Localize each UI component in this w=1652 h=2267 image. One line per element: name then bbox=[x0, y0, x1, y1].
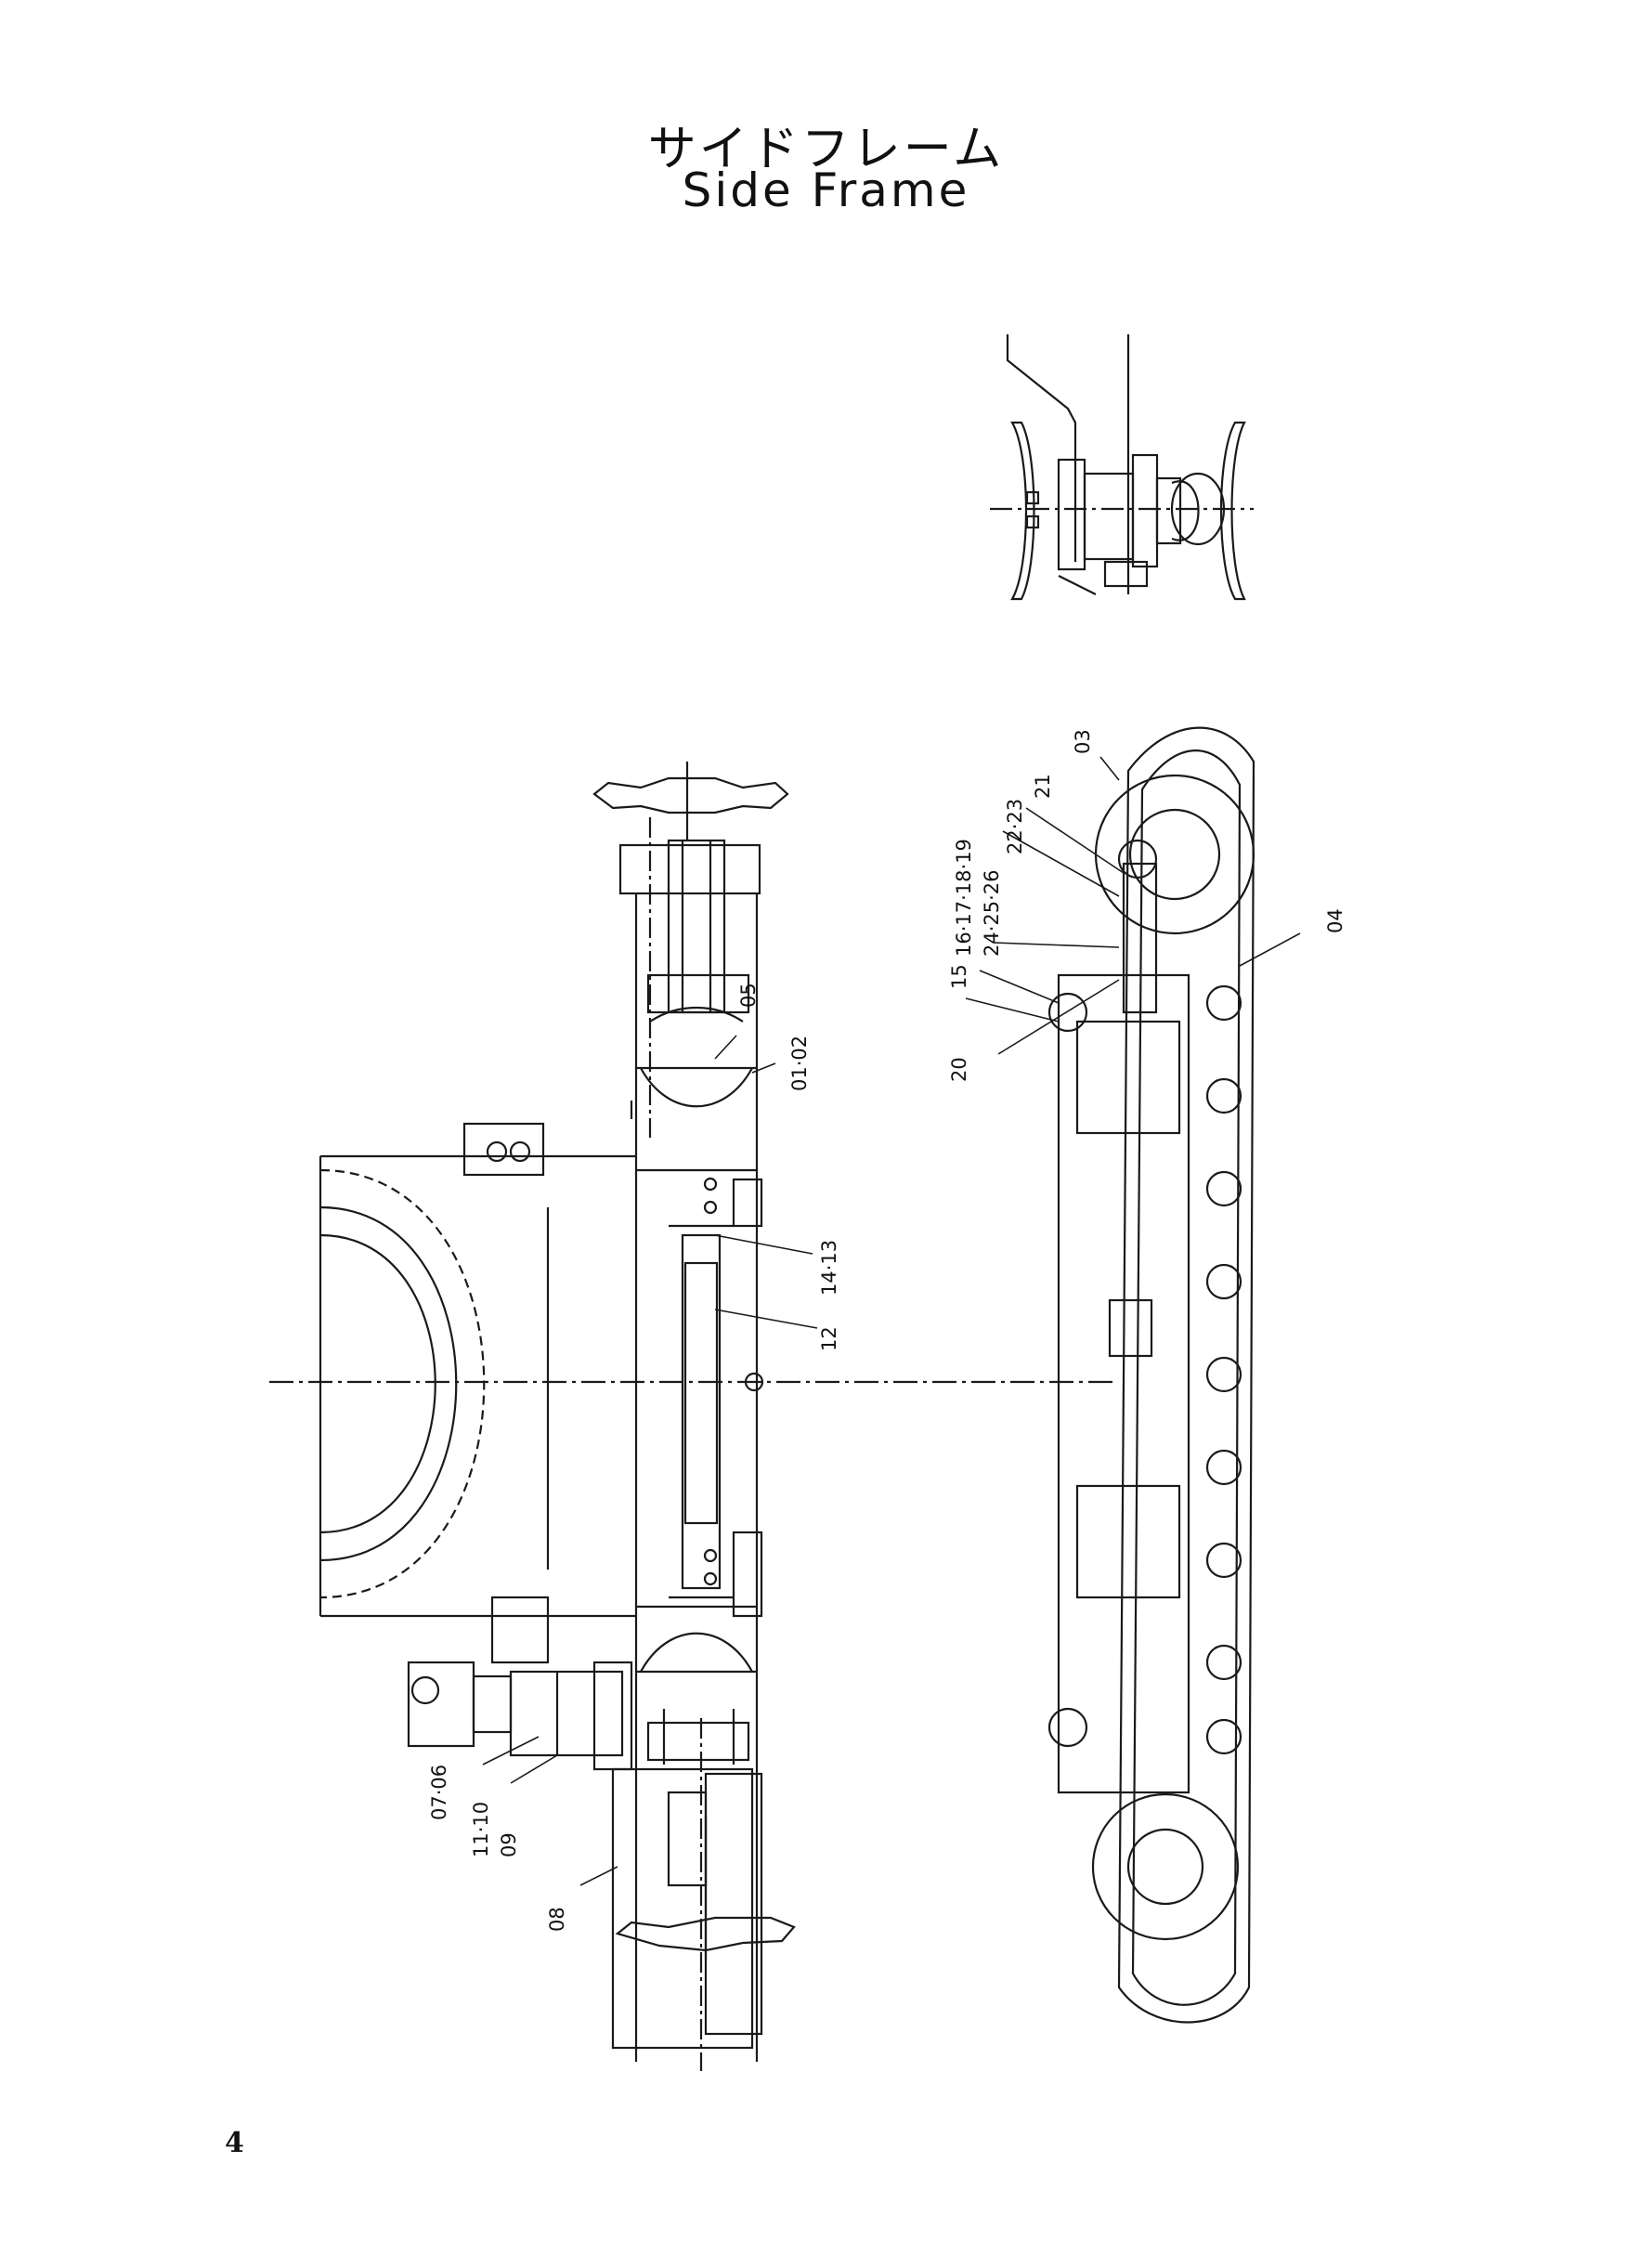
callout-07-06: 07·06 bbox=[428, 1765, 450, 1820]
title-english: Side Frame bbox=[682, 163, 970, 217]
callout-16-17-18-19: 16·17·18·19 bbox=[953, 839, 975, 957]
leader-lines bbox=[482, 756, 1301, 1886]
callout-04: 04 bbox=[1324, 908, 1346, 933]
part-callouts: 03 21 22·23 24·25·26 16·17·18·19 15 20 0… bbox=[428, 729, 1346, 1932]
title-japanese: サイドフレーム bbox=[647, 122, 1005, 177]
callout-22-23: 22·23 bbox=[1004, 799, 1026, 854]
track-side-view bbox=[1047, 726, 1255, 2024]
callout-03: 03 bbox=[1072, 729, 1094, 754]
callout-12: 12 bbox=[818, 1326, 840, 1351]
callout-24-25-26: 24·25·26 bbox=[981, 869, 1003, 957]
callout-14-13: 14·13 bbox=[818, 1240, 840, 1296]
callout-11-10: 11·10 bbox=[470, 1802, 492, 1857]
callout-01-02: 01·02 bbox=[788, 1036, 811, 1091]
cross-section-view bbox=[990, 334, 1254, 601]
callout-09: 09 bbox=[498, 1832, 520, 1857]
callout-20: 20 bbox=[948, 1057, 970, 1082]
left-plan-view bbox=[269, 762, 1114, 2071]
swing-ring bbox=[319, 1154, 636, 1618]
callout-15: 15 bbox=[948, 964, 970, 989]
callout-08: 08 bbox=[546, 1907, 568, 1932]
callout-21: 21 bbox=[1032, 774, 1054, 799]
callout-05: 05 bbox=[737, 983, 760, 1008]
page-number: 4 bbox=[225, 2127, 244, 2159]
